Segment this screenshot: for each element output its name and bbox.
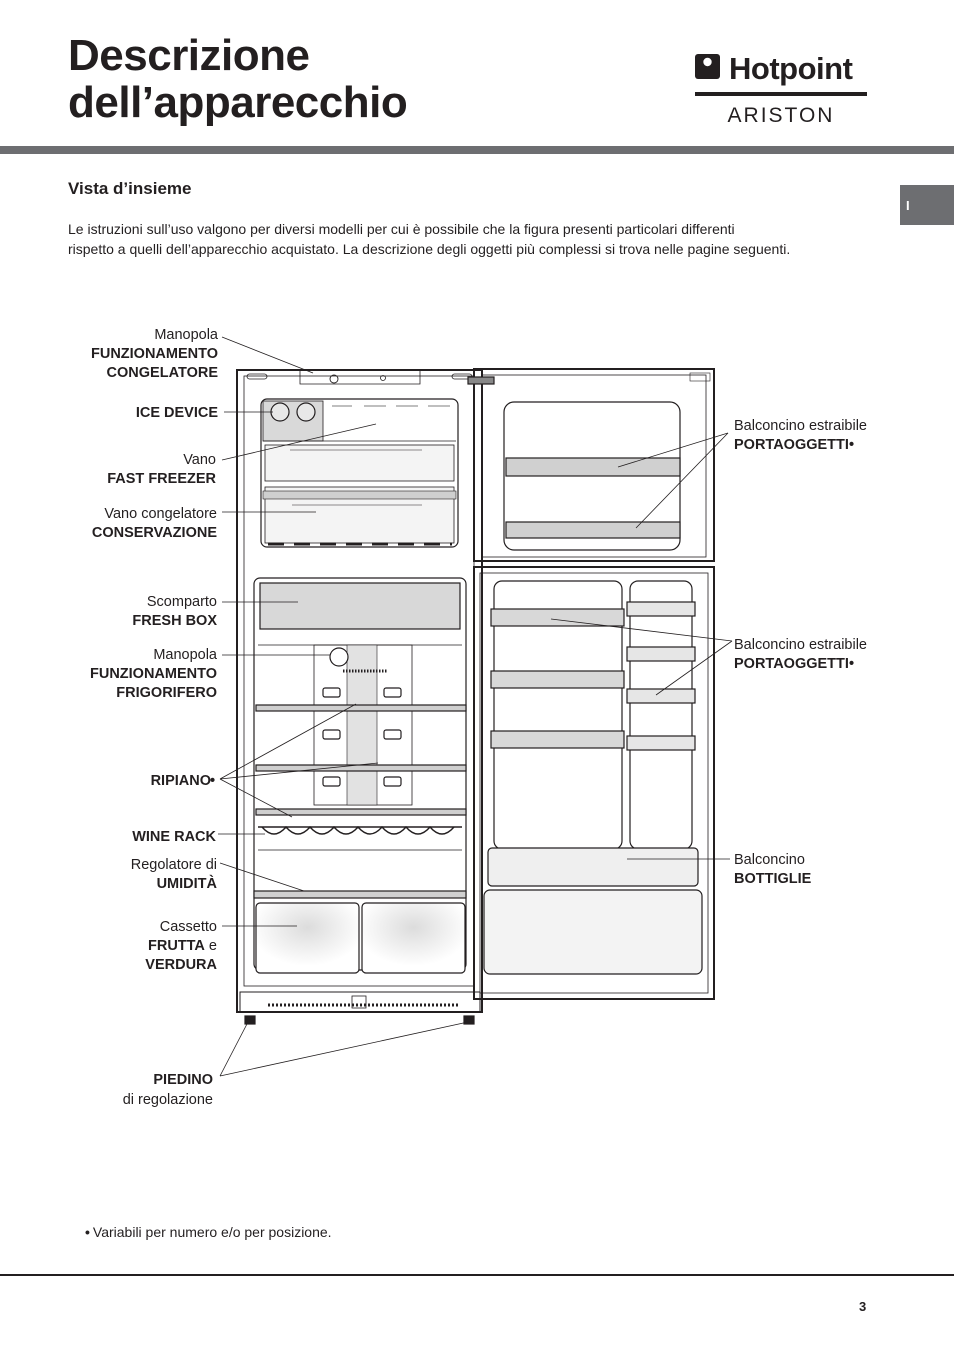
page-number: 3	[859, 1299, 867, 1314]
brand-primary: Hotpoint	[729, 51, 853, 86]
label-ice-device: ICE DEVICE	[136, 405, 219, 421]
section-title: Vista d’insieme	[68, 179, 192, 198]
header-bar	[0, 146, 954, 154]
hotpoint-ariston-logo: Hotpoint ARISTON	[695, 51, 867, 127]
label-cassetto-2b: e	[205, 938, 217, 954]
label-fresh-box-1: Scomparto	[147, 594, 217, 610]
label-balconcino-top-2-text: PORTAOGGETTI	[734, 437, 849, 453]
label-manopola-congelatore-1: Manopola	[154, 327, 219, 343]
label-balconcino-top-1: Balconcino estraibile	[734, 418, 867, 434]
footnote: •Variabili per numero e/o per posizione.	[85, 1224, 332, 1240]
label-manopola-frigo-1: Manopola	[153, 647, 218, 663]
label-umidita-2: UMIDITÀ	[157, 875, 218, 892]
label-manopola-frigo-3: FRIGORIFERO	[116, 685, 217, 701]
label-ripiano-bullet: •	[210, 773, 215, 789]
label-wine-rack: WINE RACK	[132, 829, 216, 845]
language-tab: I	[900, 185, 954, 225]
label-balconcino-mid-1: Balconcino estraibile	[734, 637, 867, 653]
page-title-line-2: dell’apparecchio	[68, 78, 408, 127]
label-fresh-box-2: FRESH BOX	[132, 613, 217, 629]
intro-line-2: rispetto a quelli dell’apparecchio acqui…	[68, 240, 791, 257]
footer-divider	[0, 1274, 954, 1276]
brand-secondary: ARISTON	[728, 104, 835, 127]
label-cassetto-2: FRUTTA e	[148, 938, 217, 954]
label-fast-freezer-2: FAST FREEZER	[107, 471, 216, 487]
left-labels: Manopola FUNZIONAMENTO CONGELATORE ICE D…	[90, 327, 219, 1108]
label-piedino-2: di regolazione	[123, 1092, 213, 1108]
intro-line-1: Le istruzioni sull’uso valgono per diver…	[68, 221, 735, 237]
label-ripiano: RIPIANO	[151, 773, 211, 789]
fridge-cabinet	[236, 369, 483, 1025]
leader-lines	[218, 336, 733, 1077]
label-bottiglie-2: BOTTIGLIE	[734, 871, 812, 887]
label-balconcino-top-2: PORTAOGGETTI•	[734, 437, 854, 453]
page-title: Descrizione dell’apparecchio	[68, 31, 408, 127]
label-bottiglie-1: Balconcino	[734, 852, 805, 868]
label-manopola-frigo-2: FUNZIONAMENTO	[90, 666, 217, 682]
label-conservazione-2: CONSERVAZIONE	[92, 525, 217, 541]
label-balconcino-mid-bullet: •	[849, 656, 854, 672]
footnote-text: Variabili per numero e/o per posizione.	[92, 1224, 332, 1240]
label-cassetto-2a: FRUTTA	[148, 938, 205, 954]
footnote-bullet: •	[85, 1224, 90, 1240]
label-umidita-1: Regolatore di	[131, 857, 217, 873]
page-title-line-1: Descrizione	[68, 31, 310, 80]
label-cassetto-1: Cassetto	[160, 919, 217, 935]
label-conservazione-1: Vano congelatore	[104, 506, 217, 522]
right-labels: Balconcino estraibile PORTAOGGETTI• Balc…	[734, 418, 867, 887]
label-balconcino-top-bullet: •	[849, 437, 854, 453]
fridge-diagram: Manopola FUNZIONAMENTO CONGELATORE ICE D…	[90, 327, 867, 1108]
label-manopola-congelatore-3: CONGELATORE	[107, 365, 219, 381]
label-balconcino-mid-2: PORTAOGGETTI•	[734, 656, 854, 672]
label-balconcino-mid-2-text: PORTAOGGETTI	[734, 656, 849, 672]
label-cassetto-3: VERDURA	[145, 957, 217, 973]
intro-paragraph: Le istruzioni sull’uso valgono per diver…	[68, 220, 888, 259]
fridge-doors	[467, 368, 715, 1000]
label-fast-freezer-1: Vano	[183, 452, 216, 468]
label-manopola-congelatore-2: FUNZIONAMENTO	[91, 346, 218, 362]
label-piedino-1: PIEDINO	[153, 1072, 213, 1088]
